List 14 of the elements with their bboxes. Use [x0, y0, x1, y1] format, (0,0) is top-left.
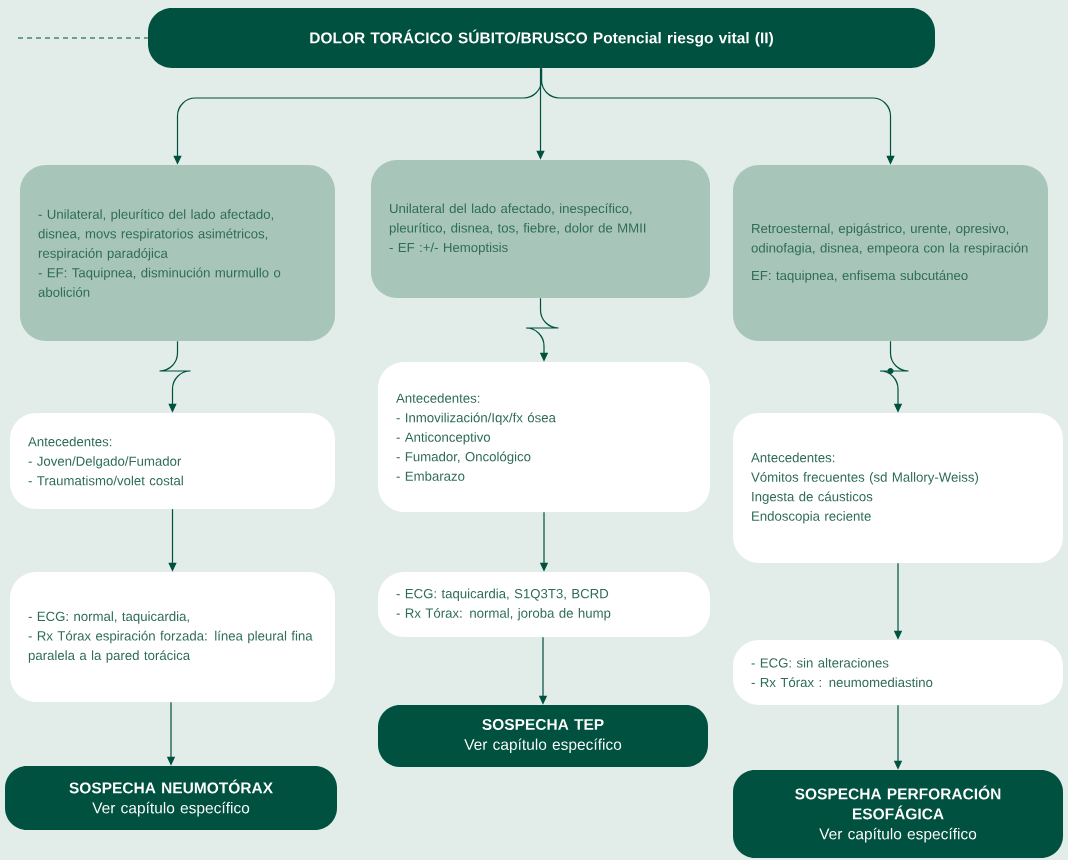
diagnosis-box: SOSPECHA NEUMOTÓRAX Ver capítulo específico [5, 766, 337, 830]
symptom-box: Unilateral del lado afectado, inespecífico, pleurítico, disnea, tos, fiebre, dolor de MMII - EF :+/- Hemoptisis [371, 160, 710, 298]
history-box: Antecedentes: - Inmovilización/Iqx/fx ósea - Anticonceptivo - Fumador, Oncológico - Embarazo [378, 362, 710, 512]
symptom-box: Retroesternal, epigástrico, urente, opresivo, odinofagia, disnea, empeora con la respiración EF: taquipnea, enfisema subcutáneo [733, 165, 1048, 341]
test-box: - ECG: normal, taquicardia, - Rx Tórax espiración forzada: línea pleural fina paralela a la pared torácica [10, 572, 335, 702]
test-box: - ECG: taquicardia, S1Q3T3, BCRD - Rx Tórax: normal, joroba de hump [378, 572, 710, 637]
diagnosis-box: SOSPECHA PERFORACIÓN ESOFÁGICA Ver capítulo específico [733, 770, 1063, 858]
symptom-box: - Unilateral, pleurítico del lado afectado, disnea, movs respiratorios asimétricos, respiración paradójica - EF: Taquipnea, disminución murmullo o abolición [20, 165, 335, 341]
diagnosis-box: SOSPECHA TEP Ver capítulo específico [378, 705, 708, 767]
test-box: - ECG: sin alteraciones - Rx Tórax : neumomediastino [733, 640, 1063, 705]
title-box: DOLOR TORÁCICO SÚBITO/BRUSCO Potencial riesgo vital (II) [148, 8, 935, 68]
history-box: Antecedentes: Vómitos frecuentes (sd Mallory-Weiss) Ingesta de cáusticos Endoscopia reciente [733, 413, 1063, 563]
history-box: Antecedentes: - Joven/Delgado/Fumador - Traumatismo/volet costal [10, 413, 335, 509]
dashed-line [17, 37, 149, 39]
